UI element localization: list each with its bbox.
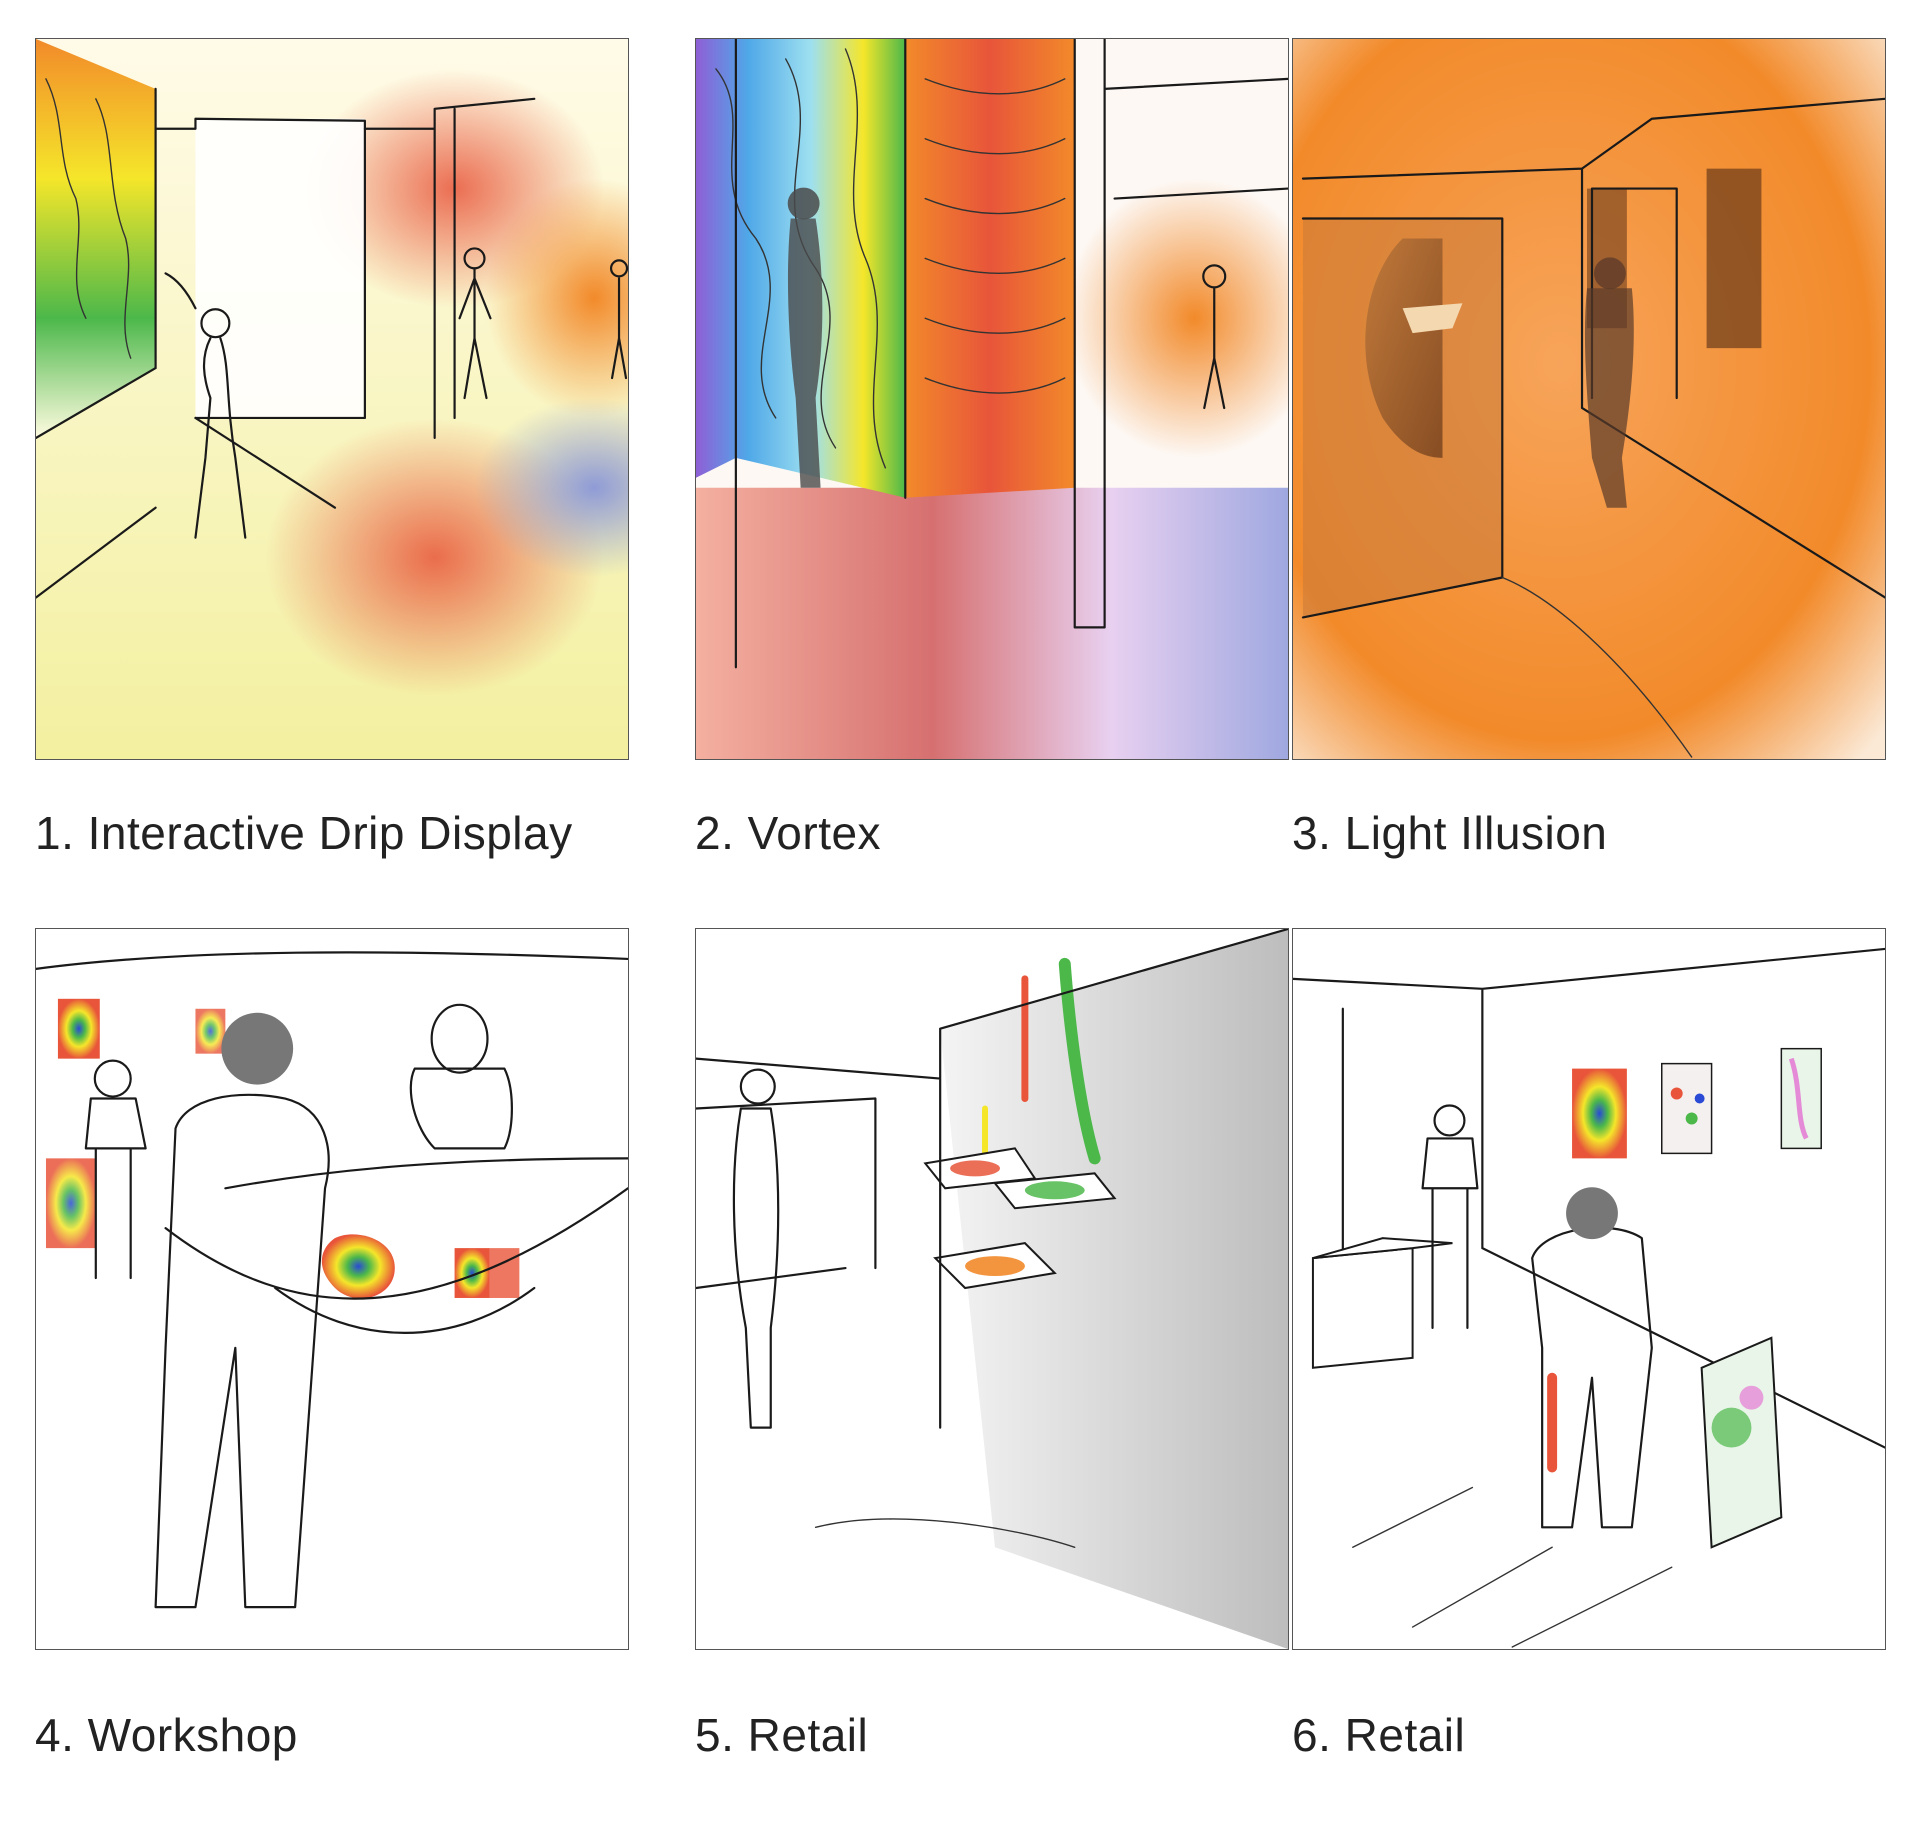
sketch-workshop — [36, 929, 628, 1649]
caption-panel-3: 3. Light Illusion — [1292, 807, 1608, 859]
caption-panel-4: 4. Workshop — [35, 1709, 298, 1761]
caption-panel-2: 2. Vortex — [695, 807, 882, 859]
sketch-panel-workshop — [35, 928, 629, 1650]
sketch-panel-retail — [695, 928, 1289, 1650]
sketch-retail-1 — [696, 929, 1288, 1649]
sketch-light-illusion — [1293, 39, 1885, 759]
sketch-retail-2 — [1293, 929, 1885, 1649]
caption-panel-1: 1. Interactive Drip Display — [35, 807, 573, 859]
caption-panel-6: 6. Retail — [1292, 1709, 1466, 1761]
sketch-panel-vortex — [695, 38, 1289, 760]
sketch-vortex — [696, 39, 1288, 759]
sketch-panel-retail-2 — [1292, 928, 1886, 1650]
sketch-interactive-drip-display — [36, 39, 628, 759]
sketch-panel-light-illusion — [1292, 38, 1886, 760]
sketch-panel-interactive-drip-display — [35, 38, 629, 760]
caption-panel-5: 5. Retail — [695, 1709, 869, 1761]
